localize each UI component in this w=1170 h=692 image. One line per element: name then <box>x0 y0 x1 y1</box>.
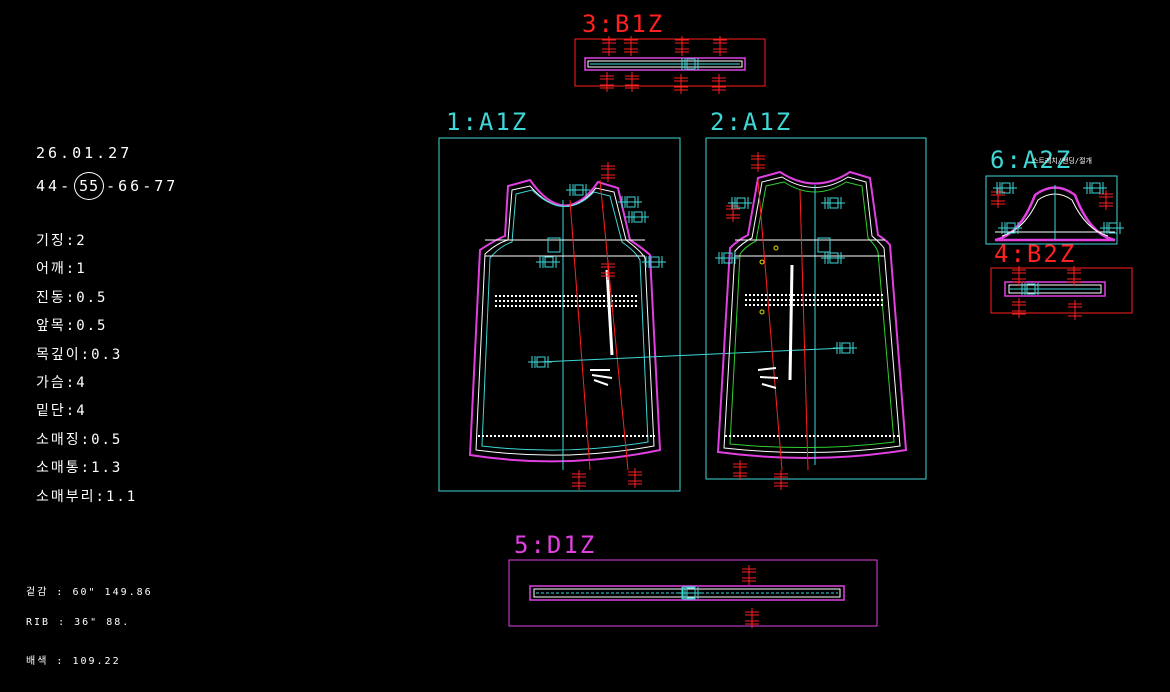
piece-label-4[interactable]: 4:B2Z <box>994 240 1077 268</box>
piece-label-1[interactable]: 1:A1Z <box>446 108 529 136</box>
piece-3-group[interactable] <box>574 35 766 95</box>
spec-chest: 가슴:4 <box>36 375 87 391</box>
size-77: 77 <box>154 177 179 195</box>
fabric-contrast: 배색 : 109.22 <box>26 656 121 667</box>
piece-1-group[interactable] <box>438 137 846 492</box>
date-label: 26.01.27 <box>36 144 133 162</box>
spec-armhole: 진동:0.5 <box>36 290 108 306</box>
size-66: 66 <box>118 177 143 195</box>
spec-neck-depth: 목깊이:0.3 <box>36 347 123 363</box>
spec-hem: 밑단:4 <box>36 403 87 419</box>
spec-length: 기징:2 <box>36 233 87 249</box>
piece-2-group[interactable] <box>705 137 927 491</box>
piece-5-group[interactable] <box>508 559 878 629</box>
fabric-shell: 겉감 : 60" 149.86 <box>26 587 153 598</box>
piece-label-5[interactable]: 5:D1Z <box>514 531 597 559</box>
size-44: 44 <box>36 177 61 195</box>
piece6-note: 스트레치/밴딩/절개 <box>1032 157 1092 165</box>
size-55-selected: 55 <box>74 172 105 200</box>
piece-label-3[interactable]: 3:B1Z <box>582 10 665 38</box>
piece-6-group[interactable] <box>985 175 1125 245</box>
spec-shoulder: 어깨:1 <box>36 261 87 277</box>
spec-front-neck: 앞목:0.5 <box>36 318 108 334</box>
spec-sleeve-length: 소매징:0.5 <box>36 432 123 448</box>
spec-sleeve-cuff: 소매부리:1.1 <box>36 489 138 505</box>
size-range: 44 - 55 - 66 - 77 <box>36 172 178 200</box>
piece-label-2[interactable]: 2:A1Z <box>710 108 793 136</box>
piece-label-6[interactable]: 6:A2Z <box>990 146 1073 174</box>
piece-4-group[interactable] <box>990 265 1133 321</box>
fabric-rib: RIB : 36" 88. <box>26 617 131 628</box>
spec-sleeve-width: 소매통:1.3 <box>36 460 123 476</box>
